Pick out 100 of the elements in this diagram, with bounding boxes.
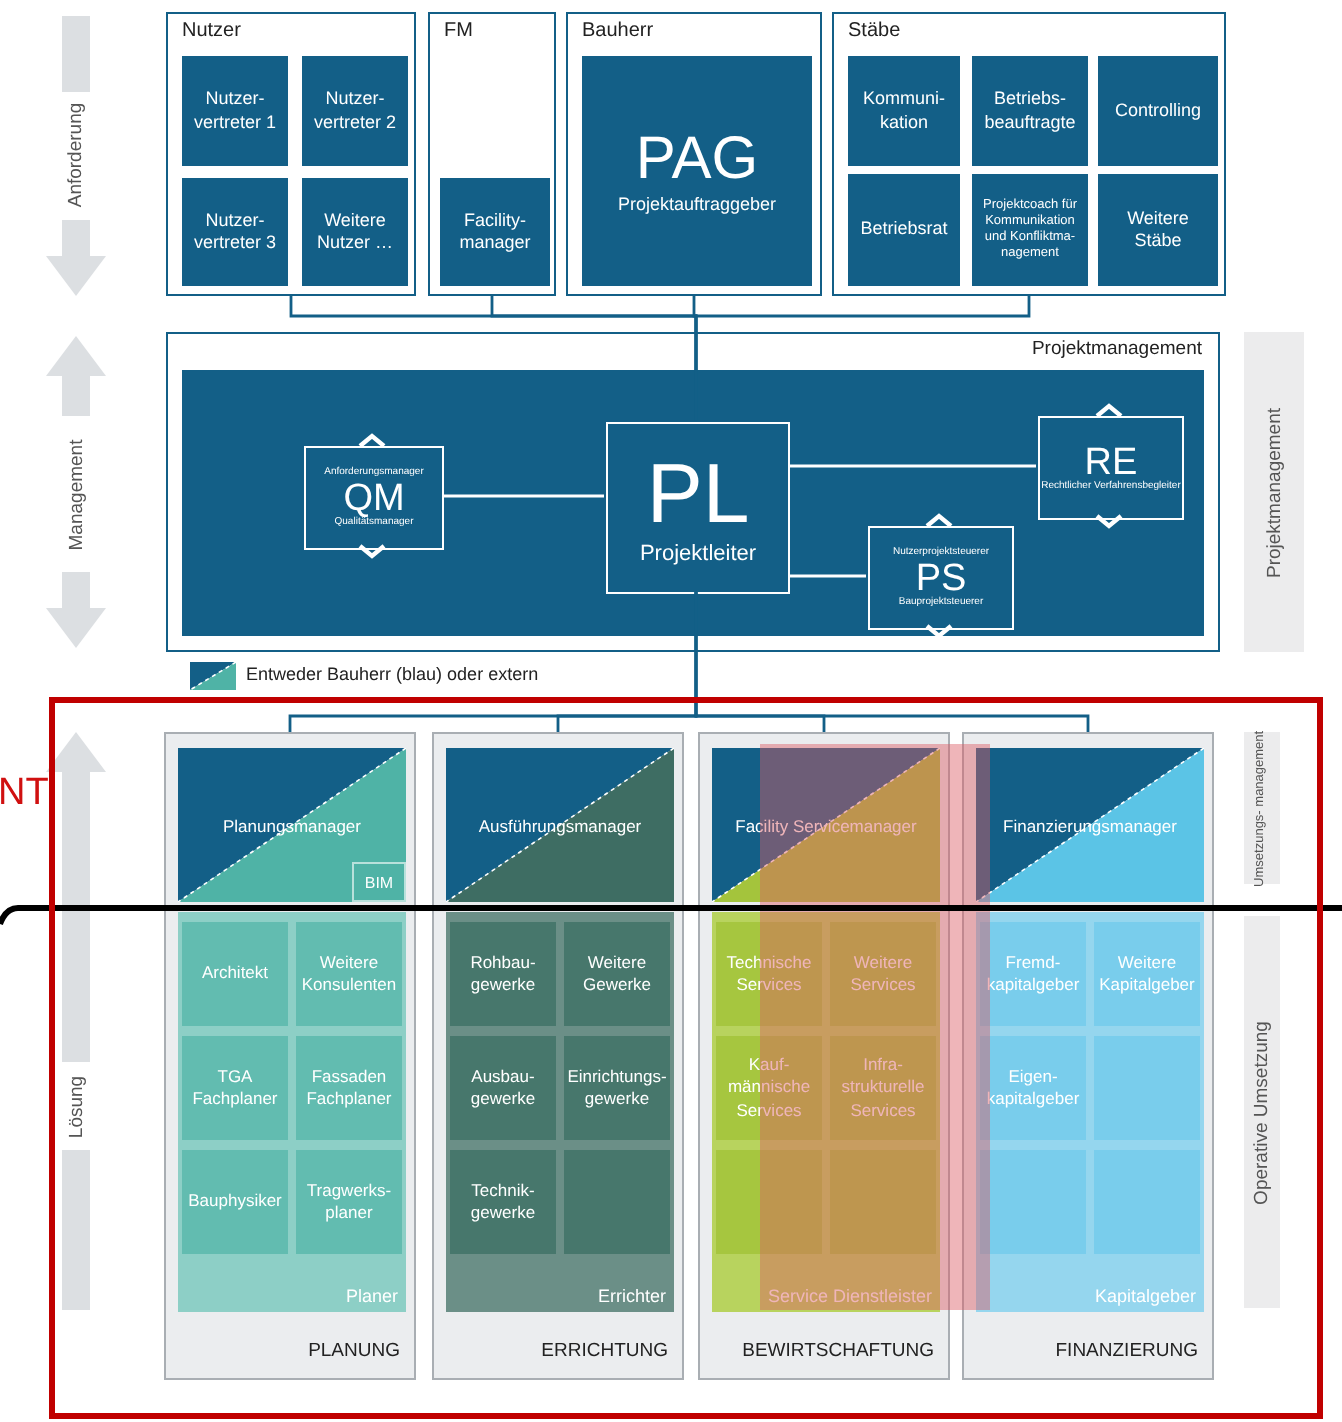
role-label: Facility- manager: [457, 209, 533, 255]
role-label: Kauf- männische Services: [725, 1054, 813, 1122]
empty-box: [1094, 1150, 1200, 1254]
role-label: Betriebsrat: [860, 218, 948, 242]
phase-column: [962, 732, 1214, 1380]
side-label: Projektmanagement: [1263, 406, 1286, 578]
role-box: [1098, 56, 1218, 166]
empty-box: [564, 1150, 670, 1254]
connector-line: [442, 494, 604, 498]
phase-label: FINANZIERUNG: [1055, 1340, 1198, 1362]
annotation-text: NT: [0, 772, 49, 816]
phase-label: BEWIRTSCHAFTUNG: [742, 1340, 934, 1362]
role-box: [182, 1150, 288, 1254]
role-label: Technik- gewerke: [468, 1179, 538, 1225]
role-box: [972, 56, 1088, 166]
team-label: Planer: [345, 1286, 398, 1306]
group-heading: Bauherr: [582, 20, 654, 42]
group-box: [566, 12, 822, 296]
role-label: Controlling: [1114, 99, 1202, 123]
axis-label: Management: [65, 438, 88, 550]
role-box: [450, 1036, 556, 1140]
team-label: Kapitalgeber: [1094, 1286, 1196, 1306]
group-box: [832, 12, 1226, 296]
role-label: Architekt: [201, 962, 269, 986]
connector-line: [788, 574, 866, 578]
role-label: Einrichtungs- gewerke: [566, 1065, 668, 1111]
manager-box: [178, 748, 406, 902]
role-box: [716, 1036, 822, 1140]
role-label: Weitere Kapitalgeber: [1097, 951, 1197, 997]
phase-column: [164, 732, 416, 1380]
connector-line: [694, 592, 1090, 732]
role-box: [302, 56, 408, 166]
role-label: Nutzer- vertreter 2: [311, 88, 398, 134]
role-label: Technische Services: [724, 951, 814, 997]
role-label: Bauphysiker: [188, 1190, 282, 1214]
role-label: BIM: [364, 873, 394, 891]
manager-box: [976, 748, 1204, 902]
role-box: [1094, 922, 1200, 1026]
team-panel: [446, 912, 674, 1312]
role-box: [182, 922, 288, 1026]
role-label: Projektauftraggeber: [617, 193, 777, 213]
abbreviation: PS: [915, 559, 967, 597]
legend-label: Entweder Bauherr (blau) oder extern: [246, 664, 539, 684]
frame-heading: Projektmanagement: [1031, 338, 1202, 360]
role-label: Betriebs- beauftragte: [982, 88, 1078, 134]
role-caption: RE: [1084, 443, 1138, 482]
empty-box: [1094, 1036, 1200, 1140]
role-box: [564, 922, 670, 1026]
role-label: TGA Fachplaner: [190, 1065, 280, 1111]
role-box: [848, 174, 960, 286]
role-box: [296, 1150, 402, 1254]
role-label: Rohbau- gewerke: [468, 951, 538, 997]
team-label: Service Dienstleister: [767, 1286, 932, 1306]
role-box: [848, 56, 960, 166]
management-frame: [166, 332, 1220, 652]
role-box: [296, 1036, 402, 1140]
abbreviation: PL: [646, 451, 750, 535]
role-label: Projektleiter: [639, 541, 757, 565]
role-label: Weitere Konsulenten: [299, 951, 399, 997]
group-heading: Stäbe: [848, 20, 901, 42]
role-label: Weitere Nutzer …: [314, 209, 395, 255]
role-label: Kommuni- kation: [860, 88, 947, 134]
role-box: [716, 922, 822, 1026]
group-box: [428, 12, 556, 296]
role-box: [182, 1036, 288, 1140]
role-box: [980, 1036, 1086, 1140]
abbreviation: QM: [343, 479, 405, 517]
phase-column: [432, 732, 684, 1380]
phase-label: PLANUNG: [308, 1340, 400, 1362]
phase-label: ERRICHTUNG: [541, 1340, 668, 1362]
group-heading: Nutzer: [182, 20, 241, 42]
manager-box: [446, 748, 674, 902]
role-box: [980, 922, 1086, 1026]
role-box: [440, 178, 550, 286]
project-lead-box: [606, 422, 790, 594]
empty-box: [980, 1150, 1086, 1254]
abbreviation: PAG: [635, 129, 759, 189]
group-heading: FM: [444, 20, 473, 42]
role-label: Weitere Services: [848, 951, 918, 997]
team-label: Errichter: [597, 1286, 666, 1306]
role-label: Ausbau- gewerke: [468, 1065, 538, 1111]
role-label: Planungsmanager: [223, 815, 361, 835]
role-label: Ausführungsmanager: [478, 815, 642, 835]
role-box: [564, 1036, 670, 1140]
role-label: Infra- strukturelle Services: [839, 1054, 927, 1122]
role-box: [450, 922, 556, 1026]
role-box: [182, 56, 288, 166]
empty-box: [716, 1150, 822, 1254]
role-box: [450, 1150, 556, 1254]
role-label: Weitere Stäbe: [1125, 207, 1191, 253]
group-box: [166, 12, 416, 296]
role-label: Nutzer- vertreter 1: [191, 88, 278, 134]
role-box: [1098, 174, 1218, 286]
axis-label: Anforderung: [65, 101, 88, 207]
role-label: Weitere Gewerke: [580, 951, 653, 997]
role-box: [972, 174, 1088, 286]
role-label: Fassaden Fachplaner: [304, 1065, 394, 1111]
team-panel: [178, 912, 406, 1312]
side-label: Operative Umsetzung: [1250, 1020, 1273, 1204]
role-box: [296, 922, 402, 1026]
